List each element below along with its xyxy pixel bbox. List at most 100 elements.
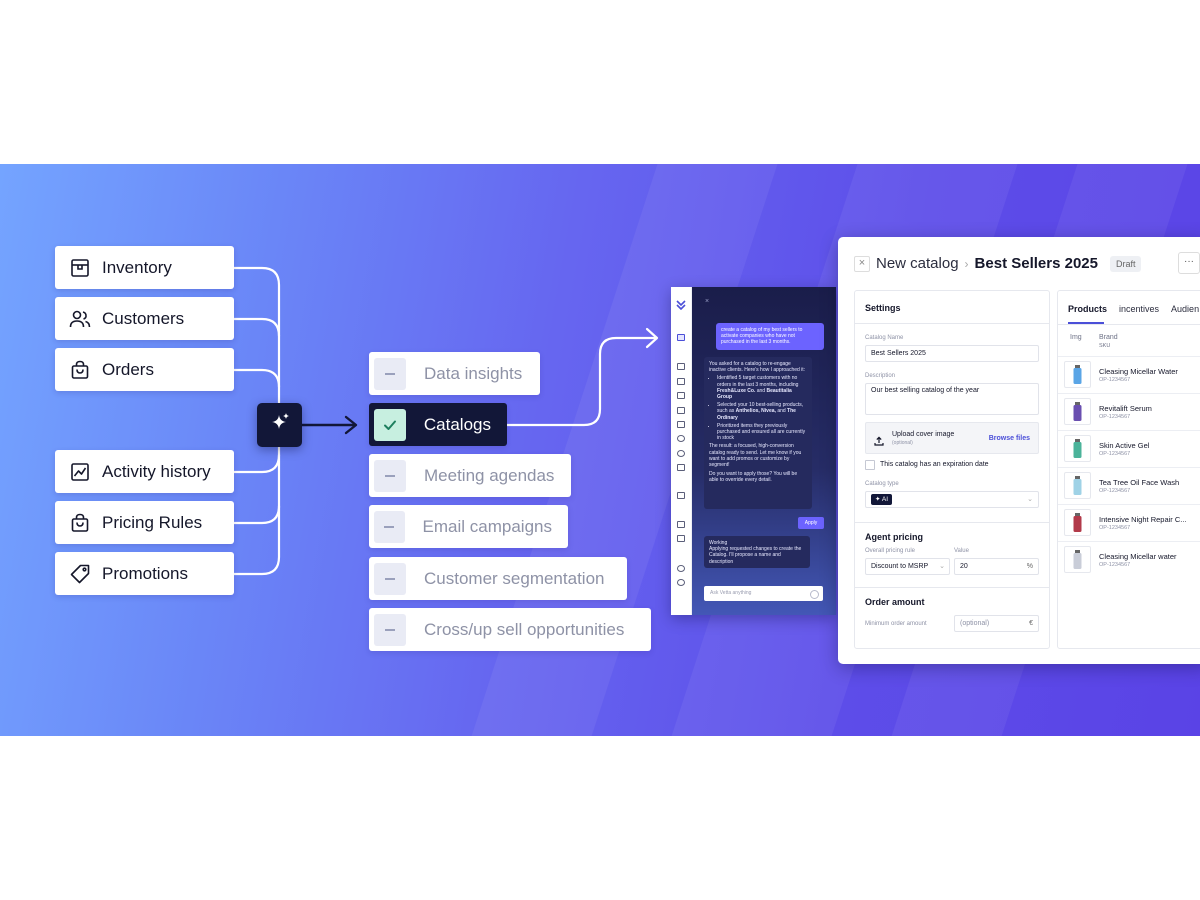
capability-meeting-agendas[interactable]: Meeting agendas xyxy=(369,454,571,497)
description-label: Description xyxy=(865,373,896,379)
nav-item-icon[interactable] xyxy=(677,407,685,414)
product-bottle-icon xyxy=(1073,516,1082,532)
nav-item-icon[interactable] xyxy=(677,421,685,428)
discount-value: 20 xyxy=(960,563,968,570)
nav-item-icon[interactable] xyxy=(677,521,685,528)
catalog-type-select[interactable]: ✦ AI ⌄ xyxy=(865,491,1039,508)
divider xyxy=(1058,324,1200,325)
nav-item-icon[interactable] xyxy=(677,392,685,399)
expiration-checkbox[interactable] xyxy=(865,460,875,470)
capability-data-insights[interactable]: Data insights xyxy=(369,352,540,395)
product-name: Cleasing Micellar water xyxy=(1099,552,1177,561)
apply-button[interactable]: Apply xyxy=(798,517,824,529)
chevron-down-icon: ⌄ xyxy=(939,563,945,570)
close-icon[interactable]: × xyxy=(854,255,870,272)
percent-unit: % xyxy=(1026,563,1033,570)
source-card-label: Promotions xyxy=(102,563,188,583)
description-textarea[interactable]: Our best selling catalog of the year xyxy=(865,383,1039,415)
settings-icon[interactable] xyxy=(677,565,685,572)
product-bottle-icon xyxy=(1073,405,1082,421)
assistant-step: Selected your 10 best-selling products, … xyxy=(717,402,807,421)
nav-item-icon[interactable] xyxy=(677,363,685,370)
source-card-pricing-rules: Pricing Rules xyxy=(55,501,234,544)
capability-customer-segmentation[interactable]: Customer segmentation xyxy=(369,557,627,600)
working-status: Working Applying requested changes to cr… xyxy=(704,536,810,568)
product-sku: OP-1234567 xyxy=(1099,414,1131,420)
dash-icon xyxy=(374,613,406,646)
column-header-img: Img xyxy=(1070,334,1082,341)
product-tabs: Products incentives Audien xyxy=(1068,304,1200,314)
capability-catalogs[interactable]: Catalogs xyxy=(369,403,507,446)
profile-icon[interactable] xyxy=(677,579,685,586)
assistant-step: Prioritized items they previously purcha… xyxy=(717,423,807,442)
close-icon[interactable]: × xyxy=(705,298,710,305)
source-card-label: Customers xyxy=(102,308,185,328)
capability-email-campaigns[interactable]: Email campaigns xyxy=(369,505,568,548)
nav-item-icon[interactable] xyxy=(677,535,685,542)
tab-audience[interactable]: Audien xyxy=(1171,304,1200,314)
source-card-promotions: Promotions xyxy=(55,552,234,595)
settings-title: Settings xyxy=(865,303,901,313)
products-card: Products incentives Audien Img Brand SKU… xyxy=(1057,290,1200,649)
nav-item-icon[interactable] xyxy=(677,464,685,471)
catalog-header: × New catalog › Best Sellers 2025 Draft xyxy=(854,255,1142,272)
browse-files-link[interactable]: Browse files xyxy=(988,435,1030,442)
source-card-activity-history: Activity history xyxy=(55,450,234,493)
product-sku: OP-1234567 xyxy=(1099,451,1131,457)
product-name: Tea Tree Oil Face Wash xyxy=(1099,478,1180,487)
chat-input[interactable]: Ask Vetta anything xyxy=(704,586,823,601)
product-thumbnail xyxy=(1064,361,1091,388)
product-sku: OP-1234567 xyxy=(1099,525,1131,531)
source-card-inventory: Inventory xyxy=(55,246,234,289)
tag-icon xyxy=(69,563,91,585)
tab-incentives[interactable]: incentives xyxy=(1119,304,1160,314)
dash-icon xyxy=(374,562,406,595)
min-order-label: Minimum order amount xyxy=(865,621,927,627)
catalog-name-heading: Best Sellers 2025 xyxy=(974,255,1098,272)
app-logo-icon xyxy=(676,297,686,315)
more-options-button[interactable]: ··· xyxy=(1178,252,1200,274)
min-order-placeholder: (optional) xyxy=(960,620,990,627)
nav-catalog-icon[interactable] xyxy=(677,334,685,341)
nav-item-icon[interactable] xyxy=(677,492,685,499)
product-thumbnail xyxy=(1064,546,1091,573)
assistant-result: The result: a focused, high-conversion c… xyxy=(709,443,802,469)
upload-icon xyxy=(874,433,884,451)
assistant-message: You asked for a catalog to re-engage ina… xyxy=(704,357,812,509)
capability-cross-up-sell[interactable]: Cross/up sell opportunities xyxy=(369,608,651,651)
column-header-sku: SKU xyxy=(1099,343,1111,349)
nav-item-icon[interactable] xyxy=(677,435,685,442)
product-name: Revitalift Serum xyxy=(1099,404,1152,413)
assistant-chat-panel: × create a catalog of my best sellers to… xyxy=(671,287,836,615)
value-label: Value xyxy=(954,548,969,554)
inventory-box-icon xyxy=(69,257,91,279)
line-chart-icon xyxy=(69,461,91,483)
catalog-name-input[interactable]: Best Sellers 2025 xyxy=(865,345,1039,362)
upload-cover-dropzone[interactable]: Upload cover image (optional) Browse fil… xyxy=(865,422,1039,454)
product-bottle-icon xyxy=(1073,553,1082,569)
catalog-type-label: Catalog type xyxy=(865,481,899,487)
discount-value-input[interactable]: 20 % xyxy=(954,558,1039,575)
euro-unit: € xyxy=(1029,620,1033,627)
nav-item-icon[interactable] xyxy=(677,450,685,457)
nav-item-icon[interactable] xyxy=(677,378,685,385)
product-sku: OP-1234567 xyxy=(1099,562,1131,568)
tab-products[interactable]: Products xyxy=(1068,304,1108,314)
min-order-input[interactable]: (optional) € xyxy=(954,615,1039,632)
assistant-steps: Identified 5 target customers with no or… xyxy=(709,375,807,441)
table-row[interactable]: Intensive Night Repair C...OP-1234567 xyxy=(1058,504,1200,541)
send-icon[interactable] xyxy=(810,590,819,599)
capability-label: Customer segmentation xyxy=(424,568,605,588)
active-tab-indicator xyxy=(1068,322,1104,324)
working-text: Applying requested changes to create the… xyxy=(709,546,802,565)
divider xyxy=(855,522,1049,523)
source-card-customers: Customers xyxy=(55,297,234,340)
product-thumbnail xyxy=(1064,435,1091,462)
product-sku: OP-1234567 xyxy=(1099,377,1131,383)
pricing-rule-select[interactable]: Discount to MSRP ⌄ xyxy=(865,558,950,575)
